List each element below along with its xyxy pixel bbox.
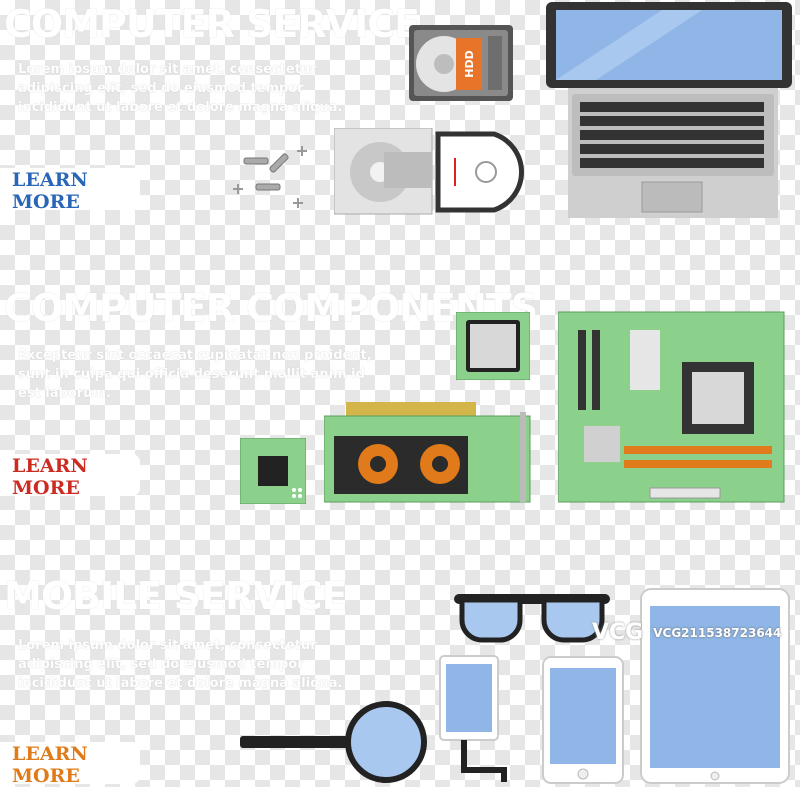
glasses-icon xyxy=(454,594,610,643)
learn-more-button[interactable]: LEARN MORE xyxy=(0,454,140,499)
graphics-card-icon xyxy=(324,402,531,503)
section-title: MOBILE SERVICE xyxy=(4,574,348,618)
section-title: COMPUTER SERVICE xyxy=(4,2,420,46)
cpu-icon xyxy=(456,312,530,380)
watermark-logo: VCG xyxy=(592,620,644,645)
watermark: VCG VCG211538723644 xyxy=(592,620,781,645)
learn-more-button[interactable]: LEARN MORE xyxy=(0,168,140,213)
section-description: Lorem ipsum dolor sit amet, consectetur … xyxy=(18,638,343,691)
motherboard-icon xyxy=(558,311,785,503)
magnifier-icon xyxy=(240,701,427,783)
section-computer-service: COMPUTER SERVICE Lorem ipsum dolor sit a… xyxy=(0,0,420,230)
laptop-icon xyxy=(546,2,792,218)
learn-more-button[interactable]: LEARN MORE xyxy=(0,742,140,787)
section-mobile-service: MOBILE SERVICE Lorem ipsum dolor sit ame… xyxy=(0,570,420,787)
chip-icon xyxy=(240,438,306,504)
screws-icon xyxy=(233,146,307,208)
section-description: Excepteur sint occaecat cupidatat non pr… xyxy=(18,348,372,401)
smartphone-icon xyxy=(542,656,624,784)
optical-drive-icon xyxy=(334,128,525,215)
section-title: COMPUTER COMPONENTS xyxy=(4,286,538,330)
hdd-icon: HDD xyxy=(409,25,513,101)
hdd-label: HDD xyxy=(463,50,476,77)
watermark-id: VCG211538723644 xyxy=(653,625,782,640)
section-computer-components: COMPUTER COMPONENTS Excepteur sint occae… xyxy=(0,284,538,514)
phone-screen-icon xyxy=(439,655,507,782)
section-description: Lorem ipsum dolor sit amet, consectetur … xyxy=(18,62,343,115)
tablet-icon xyxy=(640,588,790,784)
